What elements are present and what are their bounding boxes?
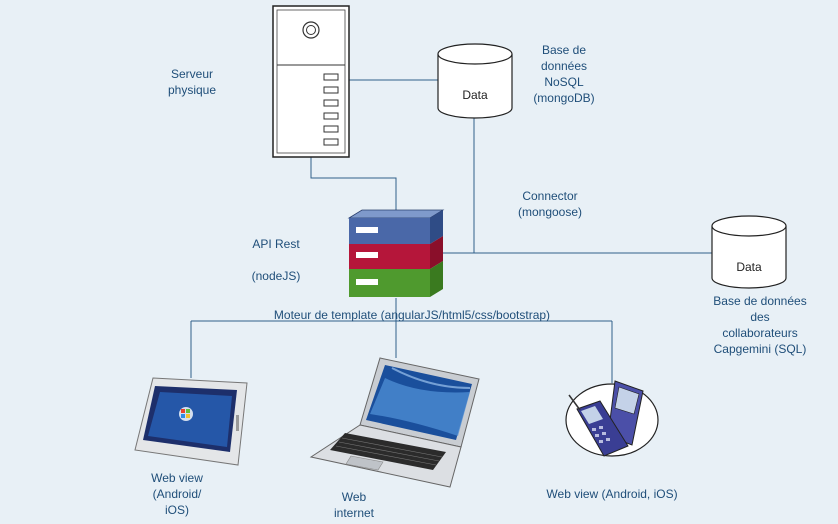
api-rest-label: API Rest (nodeJS)	[251, 237, 301, 283]
nosql-database-label: Base de données NoSQL (mongoDB)	[533, 43, 595, 105]
phone-label: Web view (Android, iOS)	[546, 487, 678, 501]
connector-label: Connector (mongoose)	[517, 189, 583, 219]
laptop-icon	[309, 357, 480, 488]
nosql-database-cylinder: Data	[437, 43, 513, 119]
server-icon	[272, 5, 350, 158]
tablet-label: Web view (Android/ iOS)	[151, 471, 203, 517]
connection-lines	[190, 79, 712, 383]
tablet-icon	[134, 377, 248, 466]
api-stack-icon	[347, 209, 445, 297]
nosql-cylinder-text: Data	[462, 88, 488, 102]
template-engine-label: Moteur de template (angularJS/html5/css/…	[273, 308, 551, 322]
laptop-label: Web internet	[333, 490, 375, 520]
mobile-phones-icon	[565, 380, 659, 457]
sql-cylinder-text: Data	[736, 260, 762, 274]
sql-database-label: Base de données des collaborateurs Capge…	[713, 294, 807, 356]
sql-database-cylinder: Data	[711, 215, 787, 289]
server-label: Serveur physique	[167, 67, 217, 97]
server-to-api-line	[310, 157, 397, 212]
